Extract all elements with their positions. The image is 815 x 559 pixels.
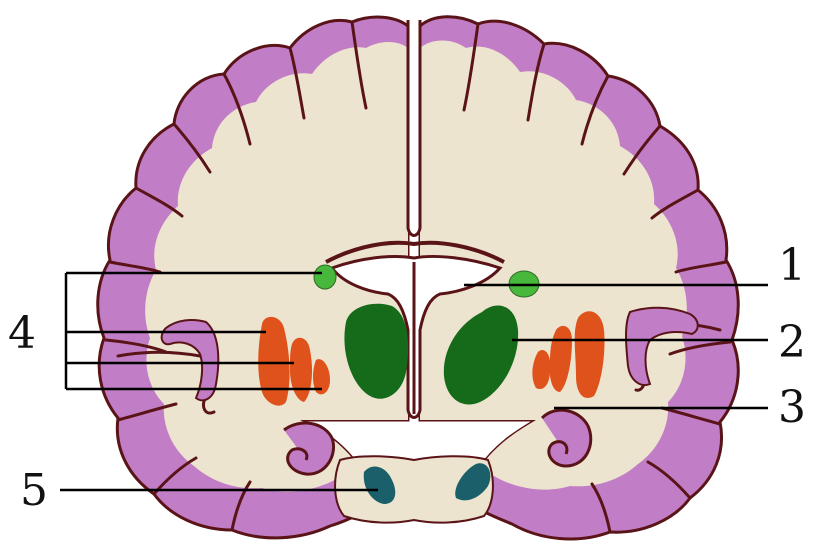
label-1: 1 [778,240,806,291]
label-5: 5 [20,465,48,516]
label-1-structure-left [314,265,336,289]
label-4: 4 [8,308,36,359]
label-3: 3 [778,382,806,433]
label-2: 2 [778,317,806,368]
longitudinal-fissure [408,20,420,236]
